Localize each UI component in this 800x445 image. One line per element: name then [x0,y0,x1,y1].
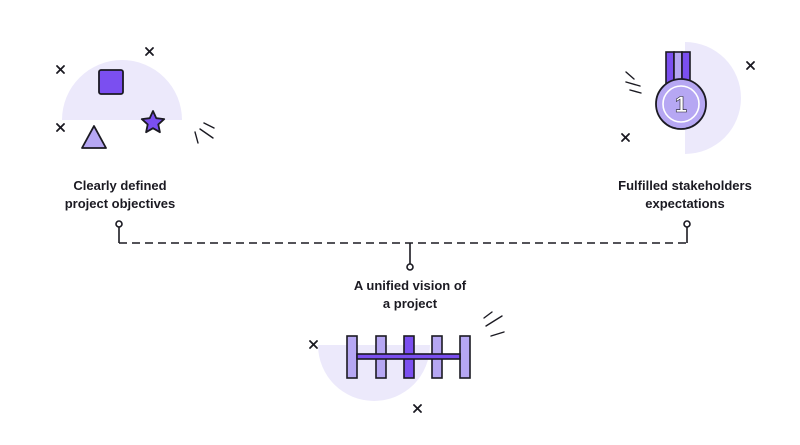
connector-dot [115,220,123,228]
label-line: Fulfilled stakeholders [618,178,752,193]
connector [115,220,691,271]
node-label-clearly-defined: Clearly defined project objectives [40,177,200,213]
star-icon [140,110,166,134]
cross-icon [309,340,318,349]
right-blob [685,42,741,154]
node-label-fulfilled-stakeholders: Fulfilled stakeholders expectations [605,177,765,213]
motion-lines-icon [194,122,215,144]
medal-number: 1 [675,92,687,117]
cross-icon [56,123,65,132]
cross-icon [413,404,422,413]
label-line: project objectives [64,196,176,211]
cross-icon [746,61,755,70]
cross-icon [56,65,65,74]
connected-bars-icon [346,335,471,379]
label-line: a project [382,296,438,311]
motion-lines-icon [625,71,642,94]
connector-dot [406,263,414,271]
motion-lines-icon [483,311,505,337]
square-icon [98,69,124,95]
cross-icon [145,47,154,56]
cross-icon [621,133,630,142]
medal-icon: 1 [655,51,707,130]
right-illustration: 1 [621,42,755,154]
label-line: Clearly defined [73,178,167,193]
left-illustration [56,47,215,149]
triangle-icon [81,125,107,149]
label-line: A unified vision of [353,278,467,293]
node-label-unified-vision: A unified vision of a project [320,277,500,313]
center-illustration [309,311,505,413]
connector-dot [683,220,691,228]
label-line: expectations [645,196,725,211]
